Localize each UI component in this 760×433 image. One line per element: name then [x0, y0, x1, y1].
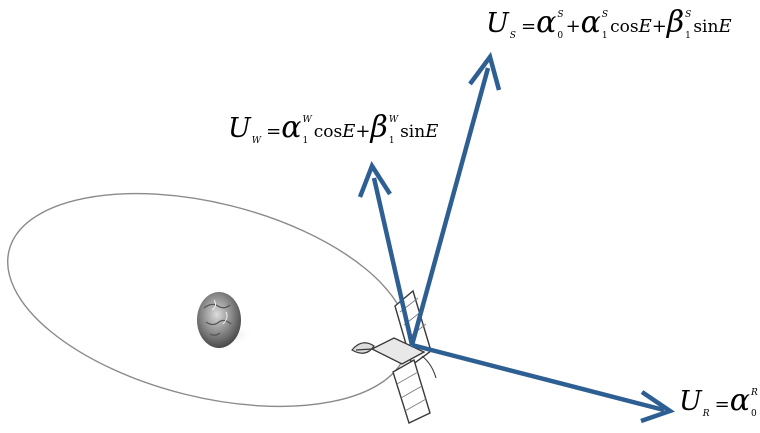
us-equals: = — [521, 16, 537, 37]
arrow-us — [409, 51, 502, 346]
us-var-e2: E — [718, 16, 732, 37]
uw-var-e1: E — [342, 121, 356, 142]
uw-beta1-sup: W — [388, 114, 399, 125]
us-sin: sin — [693, 17, 719, 37]
uw-beta1: β — [370, 110, 388, 145]
arrow-ur — [411, 342, 675, 424]
uw-symbol: U — [228, 113, 251, 144]
uw-var-e2: E — [425, 121, 439, 142]
earth-icon — [197, 292, 241, 348]
ur-equals: = — [714, 394, 730, 415]
us-cos: cos — [610, 17, 639, 37]
uw-subscript: W — [251, 136, 262, 146]
uw-cos: cos — [313, 122, 343, 142]
uw-sin: sin — [400, 122, 426, 142]
us-alpha1-sub: 1 — [601, 30, 608, 41]
us-alpha0: α — [536, 5, 557, 40]
us-alpha0-sup: S — [557, 9, 564, 20]
uw-beta1-sub: 1 — [388, 135, 395, 146]
uw-alpha1-sup: W — [302, 114, 312, 125]
us-symbol: U — [486, 8, 509, 39]
ur-alpha0: α — [729, 383, 750, 418]
us-plus-1: + — [565, 16, 581, 37]
uw-alpha1-sub: 1 — [302, 135, 309, 146]
uw-plus: + — [355, 121, 371, 142]
us-plus-2: + — [651, 16, 667, 37]
us-var-e1: E — [638, 16, 652, 37]
us-alpha0-sub: 0 — [557, 30, 564, 41]
us-alpha1: α — [580, 5, 601, 40]
uw-equals: = — [266, 121, 282, 142]
ur-alpha0-sub: 0 — [751, 408, 757, 419]
ur-symbol: U — [679, 386, 702, 417]
ur-subscript: R — [702, 409, 710, 419]
uw-alpha1: α — [281, 110, 302, 145]
ur-alpha0-sup: R — [751, 387, 758, 398]
us-beta1-sup: S — [685, 9, 692, 20]
arrow-uw — [357, 161, 415, 346]
us-alpha1-sup: S — [601, 9, 609, 20]
us-beta1: β — [666, 5, 685, 40]
us-beta1-sub: 1 — [685, 30, 691, 41]
us-subscript: S — [509, 31, 516, 41]
